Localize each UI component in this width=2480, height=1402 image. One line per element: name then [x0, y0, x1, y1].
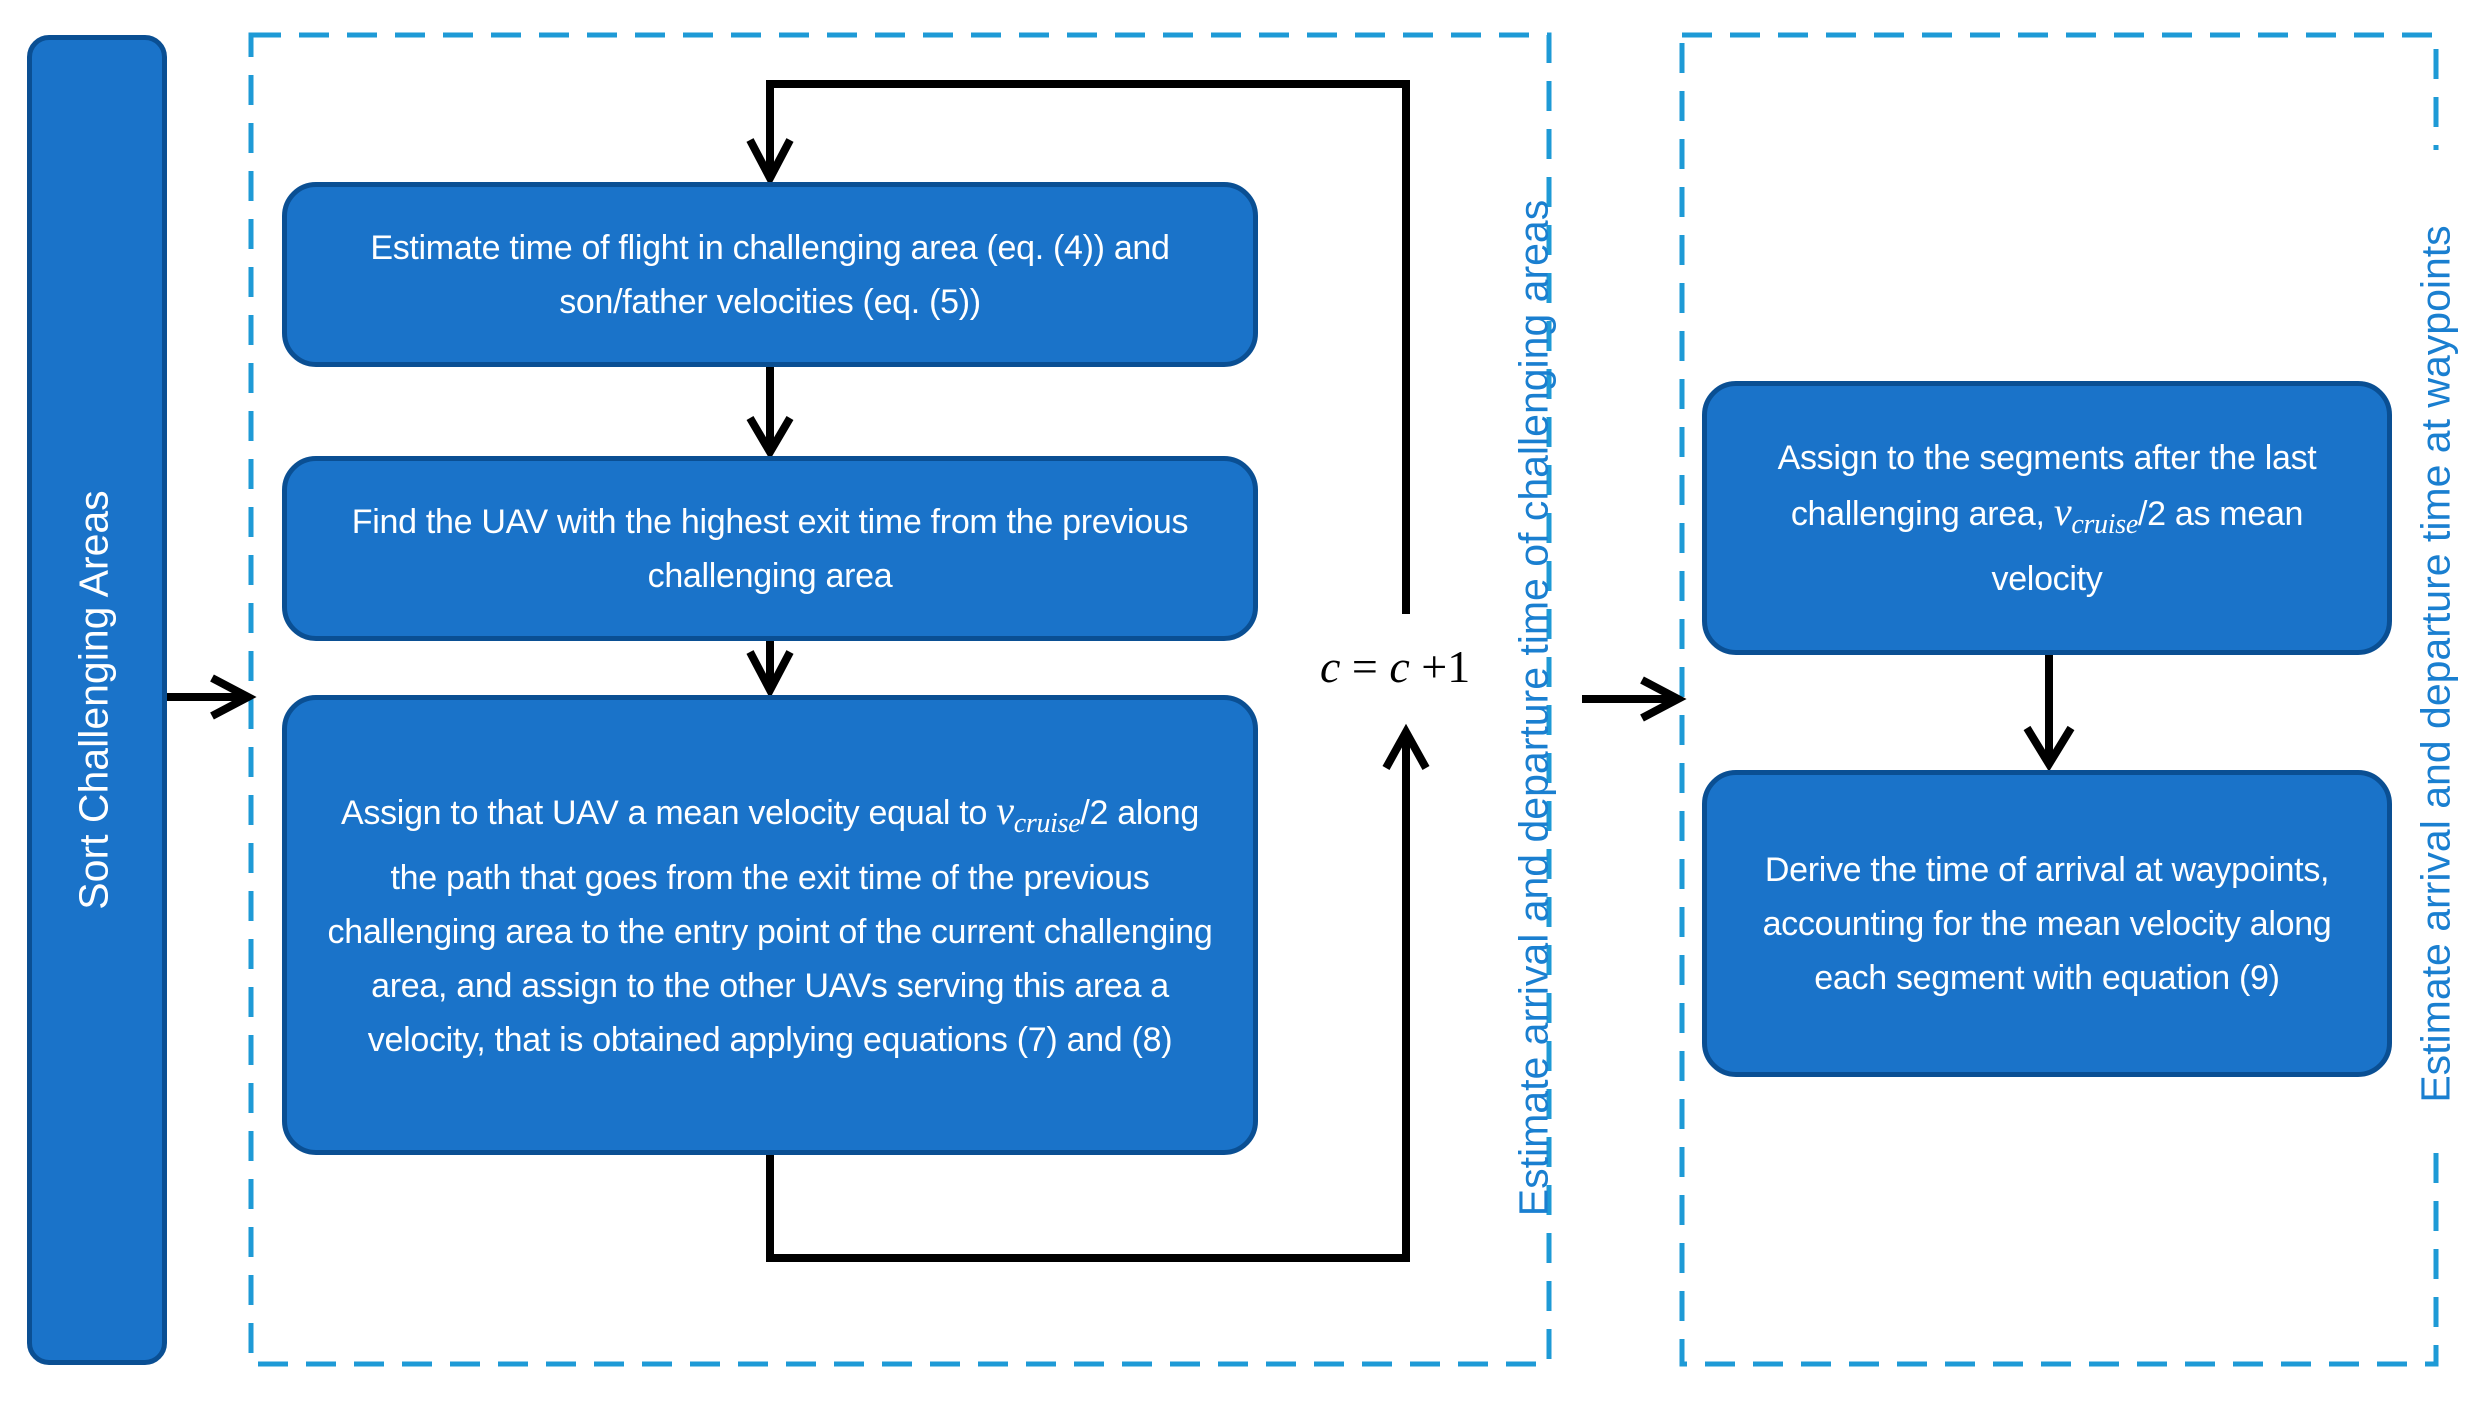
loop-bottom-line — [766, 736, 1410, 1262]
box-find-uav: Find the UAV with the highest exit time … — [282, 456, 1258, 641]
box2-text: Find the UAV with the highest exit time … — [351, 502, 1189, 595]
box1-text: Estimate time of flight in challenging a… — [370, 228, 1170, 321]
box5-text: Derive the time of arrival at waypoints,… — [1762, 850, 2332, 997]
sort-label: Sort Challenging Areas — [70, 490, 117, 910]
box-estimate-time-of-flight: Estimate time of flight in challenging a… — [282, 182, 1258, 367]
arrow-head-group2 — [1640, 676, 1687, 722]
arrow-head-loop-top — [746, 138, 794, 187]
group1-label: Estimate arrival and departure time of c… — [1510, 199, 1557, 1217]
arrow-head-box2 — [746, 415, 794, 460]
dashed-frame-waypoints — [1679, 32, 2439, 1367]
loop-counter-formula: c = c +1 — [1320, 641, 1471, 692]
arrow-head-box5 — [2023, 725, 2075, 772]
group2-label: Estimate arrival and departure time at w… — [2412, 225, 2459, 1103]
loop-back-line — [766, 80, 1410, 614]
v-cruise-symbol: vcruise — [2053, 488, 2138, 540]
arrow-head-box3 — [746, 650, 794, 699]
arrow-head-group1 — [210, 674, 257, 720]
arrow-head-loop-up — [1382, 723, 1430, 770]
box4-text: Assign to the segments after the last ch… — [1777, 438, 2317, 598]
v-cruise-symbol: vcruise — [996, 787, 1081, 839]
box-assign-segments: Assign to the segments after the last ch… — [1702, 381, 2392, 655]
sort-challenging-areas-box: Sort Challenging Areas — [27, 35, 167, 1365]
box-assign-velocity: Assign to that UAV a mean velocity equal… — [282, 695, 1258, 1155]
box3-text: Assign to that UAV a mean velocity equal… — [327, 787, 1213, 1059]
box-derive-arrival-time: Derive the time of arrival at waypoints,… — [1702, 770, 2392, 1077]
